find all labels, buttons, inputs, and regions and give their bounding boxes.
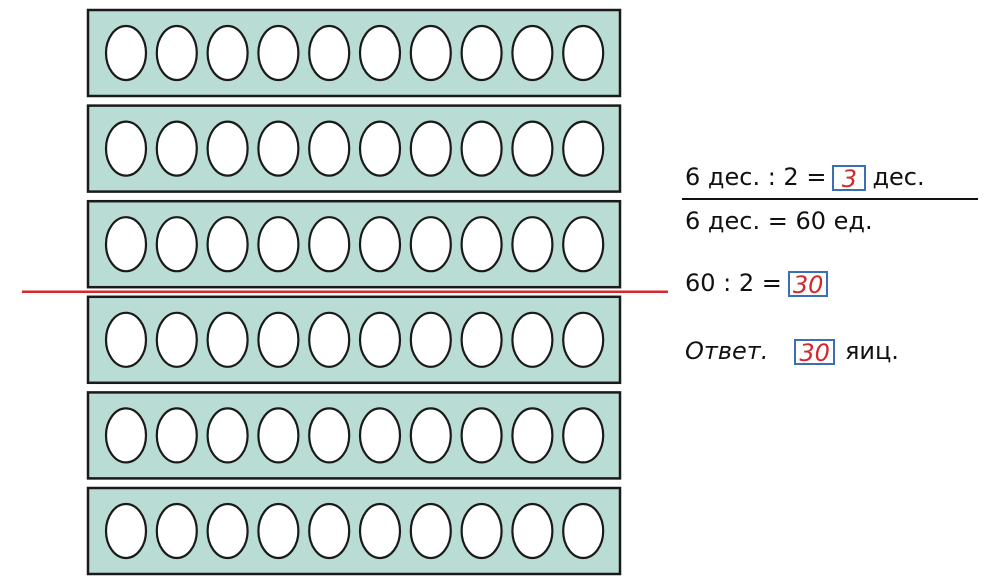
- egg-tray: [86, 486, 622, 576]
- egg: [460, 407, 503, 464]
- egg: [104, 502, 148, 560]
- egg: [460, 502, 503, 560]
- egg: [155, 120, 198, 177]
- egg: [206, 407, 249, 464]
- egg: [409, 502, 452, 560]
- egg: [460, 216, 503, 273]
- egg: [511, 24, 554, 82]
- egg: [308, 502, 351, 560]
- egg: [511, 407, 554, 464]
- egg: [562, 311, 605, 368]
- equation-text: 6 дес. = 60 ед.: [685, 207, 873, 235]
- egg: [562, 24, 605, 82]
- egg: [562, 216, 605, 273]
- egg: [308, 120, 351, 177]
- egg-tray: [86, 391, 622, 480]
- answer-box-tens: 3: [832, 165, 867, 191]
- egg: [155, 311, 198, 368]
- egg-tray: [86, 199, 622, 289]
- egg: [562, 407, 605, 464]
- egg: [206, 120, 249, 177]
- egg: [104, 216, 148, 273]
- answer-box-units: 30: [787, 271, 829, 297]
- egg: [409, 216, 452, 273]
- egg: [358, 24, 402, 82]
- egg: [511, 120, 554, 177]
- egg: [358, 120, 402, 177]
- egg: [562, 120, 605, 177]
- answer-label: Ответ.: [685, 337, 769, 365]
- equation-units-division: 60 : 2 =30: [685, 268, 829, 298]
- egg: [562, 502, 605, 560]
- egg: [358, 216, 402, 273]
- answer-unit: яиц.: [844, 337, 899, 365]
- egg: [104, 407, 148, 464]
- egg: [308, 407, 351, 464]
- equation-unit: дес.: [872, 163, 925, 191]
- egg: [460, 311, 503, 368]
- equation-tens-to-units: 6 дес. = 60 ед.: [685, 206, 873, 236]
- egg: [155, 216, 198, 273]
- egg: [257, 120, 300, 177]
- egg: [257, 24, 300, 82]
- egg: [511, 311, 554, 368]
- egg: [409, 311, 452, 368]
- egg: [206, 216, 249, 273]
- egg: [511, 216, 554, 273]
- answer-box-final: 30: [794, 339, 835, 365]
- egg: [104, 120, 148, 177]
- egg: [104, 24, 148, 82]
- egg: [358, 311, 402, 368]
- egg: [460, 120, 503, 177]
- egg: [358, 502, 402, 560]
- egg: [104, 311, 148, 368]
- egg: [409, 24, 452, 82]
- egg: [206, 502, 249, 560]
- egg: [308, 24, 351, 82]
- egg: [308, 216, 351, 273]
- egg: [257, 502, 300, 560]
- egg-tray: [86, 104, 622, 193]
- egg: [409, 407, 452, 464]
- egg: [155, 407, 198, 464]
- egg: [511, 502, 554, 560]
- fraction-bar: [682, 198, 978, 200]
- egg: [155, 502, 198, 560]
- egg: [206, 311, 249, 368]
- egg: [308, 311, 351, 368]
- egg: [460, 24, 503, 82]
- answer-line: Ответ. 30 яиц.: [685, 336, 899, 366]
- egg: [409, 120, 452, 177]
- egg-tray: [86, 8, 622, 98]
- egg-tray: [86, 295, 622, 385]
- egg: [155, 24, 198, 82]
- egg: [257, 407, 300, 464]
- egg: [206, 24, 249, 82]
- egg: [358, 407, 402, 464]
- egg: [257, 311, 300, 368]
- equation-left: 60 : 2 =: [685, 269, 782, 297]
- equation-left: 6 дес. : 2 =: [685, 163, 827, 191]
- egg: [257, 216, 300, 273]
